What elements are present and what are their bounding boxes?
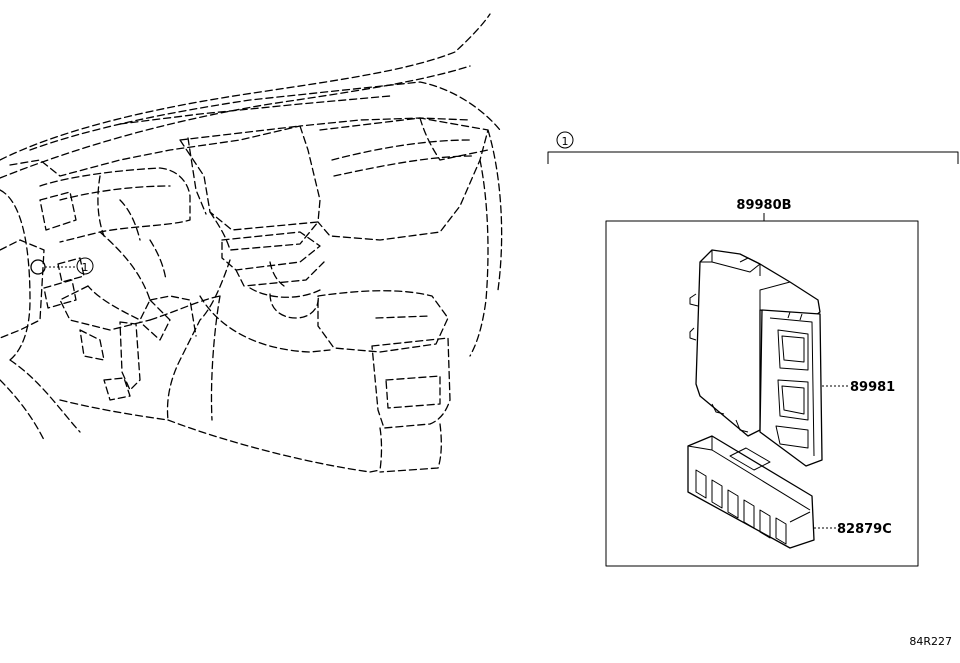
dashboard-illustration xyxy=(0,13,503,473)
part-number-assembly: 89980B xyxy=(736,198,791,213)
callout-circle-right xyxy=(556,131,574,149)
figure-code: 84R227 xyxy=(909,635,952,648)
callout-label-left: 1 xyxy=(82,261,89,274)
part-number-cover: 82879C xyxy=(837,522,892,537)
assembly-frame xyxy=(605,220,919,567)
cover-part xyxy=(687,435,815,549)
callout-circle-left xyxy=(76,257,94,275)
part-number-computer: 89981 xyxy=(850,380,895,395)
computer-unit xyxy=(689,249,823,467)
assembly-bracket xyxy=(547,151,959,164)
callout-label-right: 1 xyxy=(562,135,569,148)
